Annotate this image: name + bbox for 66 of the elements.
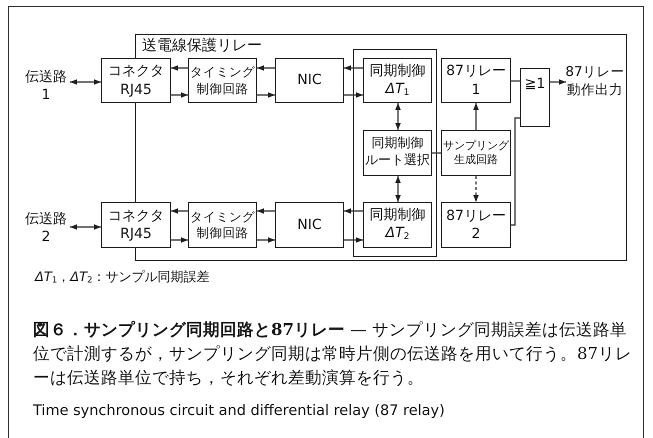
node-label: タイミング [190, 64, 255, 80]
node-label: コネクタ [108, 206, 164, 225]
connector-line [511, 117, 520, 226]
node-label: NIC [297, 216, 322, 234]
arrow [344, 92, 363, 98]
process-box [363, 58, 432, 103]
arrow [70, 79, 101, 85]
node-label: 伝送路 [25, 68, 67, 86]
caption-text: 図６．サンプリング同期回路と87リレー — サンプリング同期誤差は伝送路単位で計測するが，サンプリング同期は常時片側の伝送路を用いて行う。87リレーは伝送路単位で持ち，それぞれ差動演算を行う。 [33, 319, 633, 389]
arrow [70, 224, 101, 230]
node-label: ≧1 [524, 75, 546, 94]
arrow [171, 208, 188, 214]
node-label: コネクタ [108, 62, 164, 80]
arrow [344, 65, 363, 71]
process-box [363, 130, 432, 176]
arrow [395, 103, 401, 130]
arrow [257, 65, 275, 71]
node-label: サンプリング [443, 138, 509, 153]
node-label: ΔT$_{1}$ [386, 80, 410, 100]
process-box [275, 202, 344, 248]
process-box [441, 202, 511, 248]
english-caption: Time synchronous circuit and differential relay (87 relay) [33, 403, 445, 419]
node-label: 制御回路 [196, 225, 248, 242]
arrow [171, 92, 188, 98]
node-label: ルート選択 [365, 153, 430, 170]
arrow [257, 92, 275, 98]
or-gate [520, 68, 550, 127]
arrow [171, 65, 188, 71]
arrow [473, 103, 479, 130]
node-label: 同期制御 [372, 136, 424, 153]
node-label: 1 [42, 86, 50, 104]
arrow [257, 208, 275, 214]
node-label: 87リレー [446, 62, 506, 80]
node-label: RJ45 [120, 225, 152, 244]
node-label: ΔT$_{2}$ [386, 224, 410, 244]
arrow [171, 237, 188, 243]
node-label: タイミング [190, 208, 255, 225]
arrow [257, 237, 275, 243]
arrow [344, 208, 363, 214]
node-label: 2 [472, 225, 480, 244]
process-box [188, 202, 257, 248]
group-box [353, 49, 437, 257]
node-label: 生成回路 [454, 153, 498, 168]
process-box [363, 202, 432, 248]
node-label: 伝送路 [25, 210, 67, 228]
process-box [101, 202, 171, 248]
node-label: 2 [42, 228, 50, 246]
arrow [395, 176, 401, 202]
node-label: NIC [297, 71, 322, 90]
node-label: RJ45 [120, 80, 152, 99]
process-box [101, 58, 171, 103]
arrow [550, 79, 566, 85]
arrow [473, 176, 479, 202]
node-label: 1 [472, 80, 480, 99]
node-label: 87リレー [565, 64, 625, 82]
node-label: 同期制御 [370, 206, 426, 224]
process-box [188, 58, 257, 103]
system-title: 送電線保護リレー [142, 36, 262, 56]
node-label: 87リレー [446, 206, 506, 225]
process-box [441, 130, 511, 176]
node-label: 同期制御 [370, 62, 426, 80]
arrow [344, 237, 363, 243]
node-label: 制御回路 [196, 80, 248, 97]
process-box [441, 58, 511, 103]
process-box [275, 58, 344, 103]
node-label: 動作出力 [567, 82, 623, 100]
